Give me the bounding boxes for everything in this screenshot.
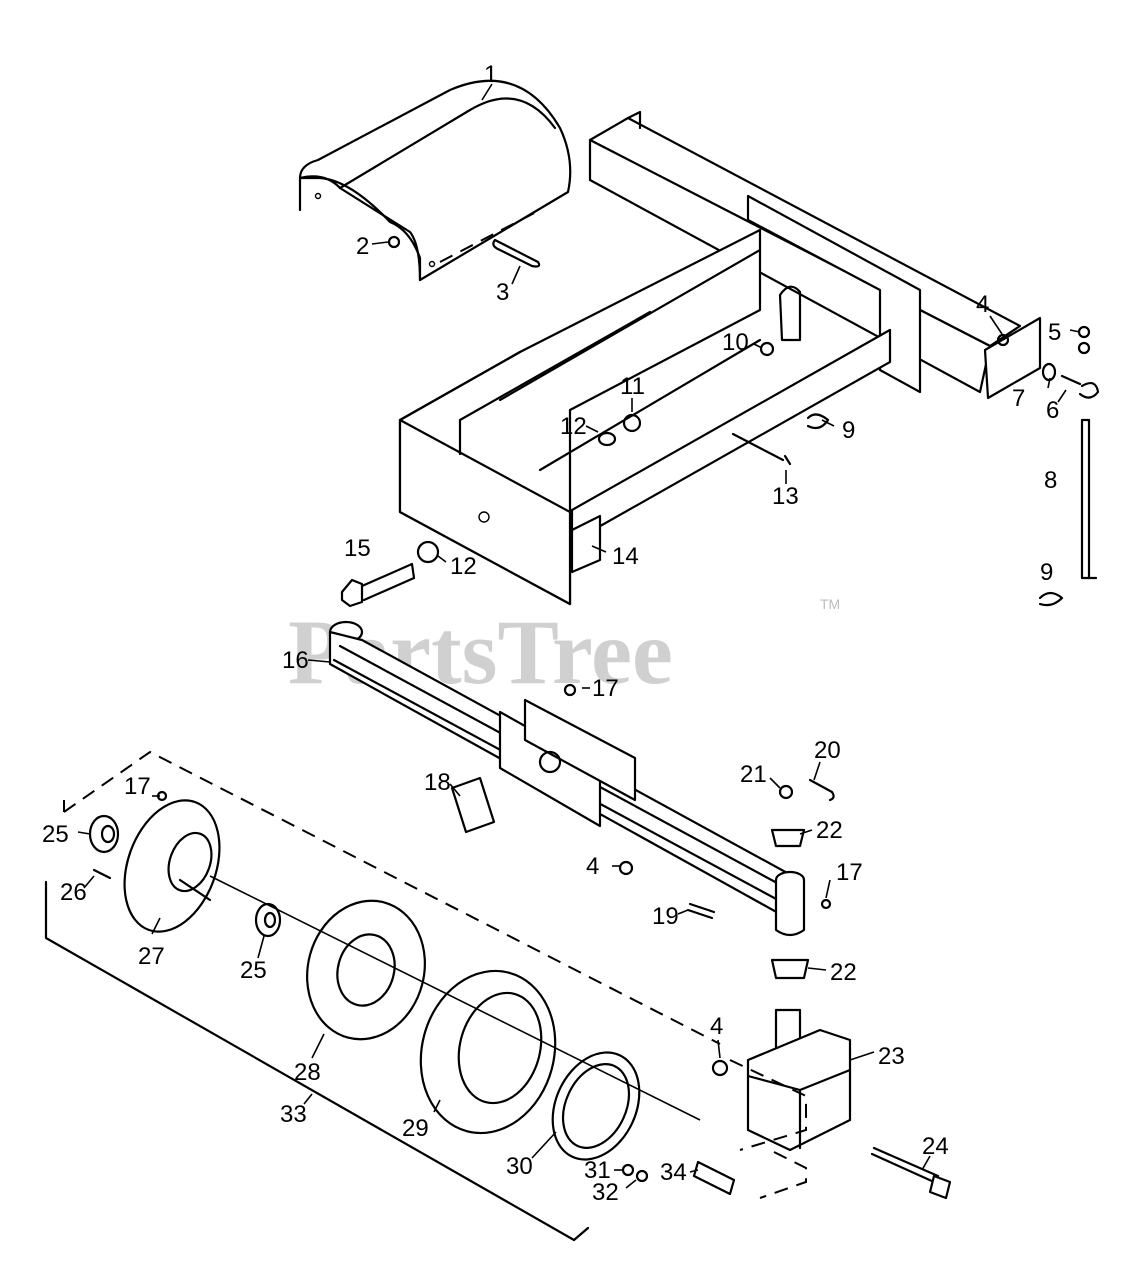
callout-8: 8 bbox=[1044, 467, 1057, 494]
nut-31 bbox=[621, 1163, 635, 1177]
nut-32 bbox=[635, 1169, 649, 1183]
washer-12a bbox=[597, 431, 617, 447]
washer-7 bbox=[1041, 362, 1057, 382]
callout-27: 27 bbox=[138, 943, 165, 970]
screw-17b bbox=[820, 898, 832, 910]
pin-20 bbox=[808, 778, 835, 802]
callout-17-hub: 17 bbox=[124, 773, 151, 800]
spacer-34 bbox=[692, 1160, 736, 1196]
part-axle-beam bbox=[328, 620, 806, 937]
callout-11: 11 bbox=[620, 373, 645, 400]
callout-20: 20 bbox=[814, 737, 841, 764]
callout-1: 1 bbox=[484, 61, 497, 88]
part-hub-27 bbox=[123, 799, 221, 933]
callout-13: 13 bbox=[772, 483, 799, 510]
callout-25-mid: 25 bbox=[240, 957, 267, 984]
part-bearing-25a bbox=[88, 814, 120, 854]
callout-15: 15 bbox=[344, 535, 371, 562]
hardware-axle bbox=[450, 683, 835, 980]
callout-16: 16 bbox=[282, 647, 309, 674]
callouts: 1 2 3 4 5 6 7 8 9 9 10 11 12 12 13 14 15… bbox=[42, 61, 1061, 1206]
callout-17-axle: 17 bbox=[592, 675, 619, 702]
callout-33: 33 bbox=[280, 1101, 307, 1128]
callout-21: 21 bbox=[740, 761, 767, 788]
callout-28: 28 bbox=[294, 1059, 321, 1086]
nut-4-low bbox=[711, 1059, 729, 1077]
callout-10: 10 bbox=[722, 329, 749, 356]
nut-11 bbox=[622, 413, 642, 433]
callout-26: 26 bbox=[60, 879, 87, 906]
callout-17-pivot: 17 bbox=[836, 859, 863, 886]
part-cover-shield bbox=[298, 79, 572, 282]
part-pin-3 bbox=[439, 209, 541, 268]
part-tire-29 bbox=[419, 969, 557, 1135]
callout-12-bottom: 12 bbox=[450, 553, 477, 580]
clip-9b bbox=[1038, 591, 1064, 607]
callout-32: 32 bbox=[592, 1179, 619, 1206]
callout-4-low: 4 bbox=[710, 1013, 723, 1040]
callout-9-top: 9 bbox=[842, 417, 855, 444]
callout-9-bottom: 9 bbox=[1040, 559, 1053, 586]
washer-21 bbox=[778, 784, 794, 800]
leader-lines bbox=[77, 83, 1081, 1189]
wheel-assembly-outline bbox=[44, 750, 807, 1242]
callout-4-mid: 4 bbox=[586, 853, 599, 880]
bolt-19 bbox=[686, 902, 716, 920]
nut-5b bbox=[1077, 341, 1091, 355]
callout-30: 30 bbox=[506, 1153, 533, 1180]
eyebolt-6 bbox=[1060, 374, 1100, 399]
callout-25-left: 25 bbox=[42, 821, 69, 848]
clip-9a bbox=[806, 413, 830, 430]
callout-19: 19 bbox=[652, 903, 679, 930]
callout-14: 14 bbox=[612, 543, 639, 570]
part-bolt-15 bbox=[340, 540, 440, 608]
callout-3: 3 bbox=[496, 279, 509, 306]
callout-5: 5 bbox=[1048, 319, 1061, 346]
part-screw-2 bbox=[387, 235, 401, 249]
part-frame bbox=[398, 110, 1042, 606]
part-bolt-24 bbox=[870, 1146, 952, 1200]
callout-18: 18 bbox=[424, 769, 451, 796]
callout-6: 6 bbox=[1046, 397, 1059, 424]
callout-23: 23 bbox=[878, 1043, 905, 1070]
nut-10 bbox=[759, 341, 775, 357]
callout-22-bottom: 22 bbox=[830, 959, 857, 986]
callout-29: 29 bbox=[402, 1115, 429, 1142]
nut-5a bbox=[1077, 325, 1091, 339]
screw-17a bbox=[563, 683, 577, 697]
callout-7: 7 bbox=[1012, 385, 1025, 412]
bushing-22a bbox=[770, 828, 806, 848]
callout-4-top: 4 bbox=[976, 291, 989, 318]
callout-34: 34 bbox=[660, 1159, 687, 1186]
bolt-13 bbox=[731, 432, 792, 466]
nut-4-top bbox=[996, 333, 1010, 347]
nut-4-mid bbox=[618, 860, 634, 876]
callout-22-top: 22 bbox=[816, 817, 843, 844]
callout-24: 24 bbox=[922, 1133, 949, 1160]
spacer-18 bbox=[450, 776, 496, 834]
watermark-trademark: TM bbox=[820, 596, 840, 612]
screw-26 bbox=[92, 868, 112, 880]
bushing-22b bbox=[770, 958, 810, 980]
rod-8 bbox=[1080, 418, 1098, 580]
callout-31: 31 bbox=[584, 1157, 611, 1184]
callout-2: 2 bbox=[356, 233, 369, 260]
part-tube-28 bbox=[306, 899, 426, 1041]
part-caster-23 bbox=[711, 1008, 852, 1152]
hardware-frame bbox=[597, 325, 1100, 607]
callout-12-top: 12 bbox=[560, 413, 587, 440]
